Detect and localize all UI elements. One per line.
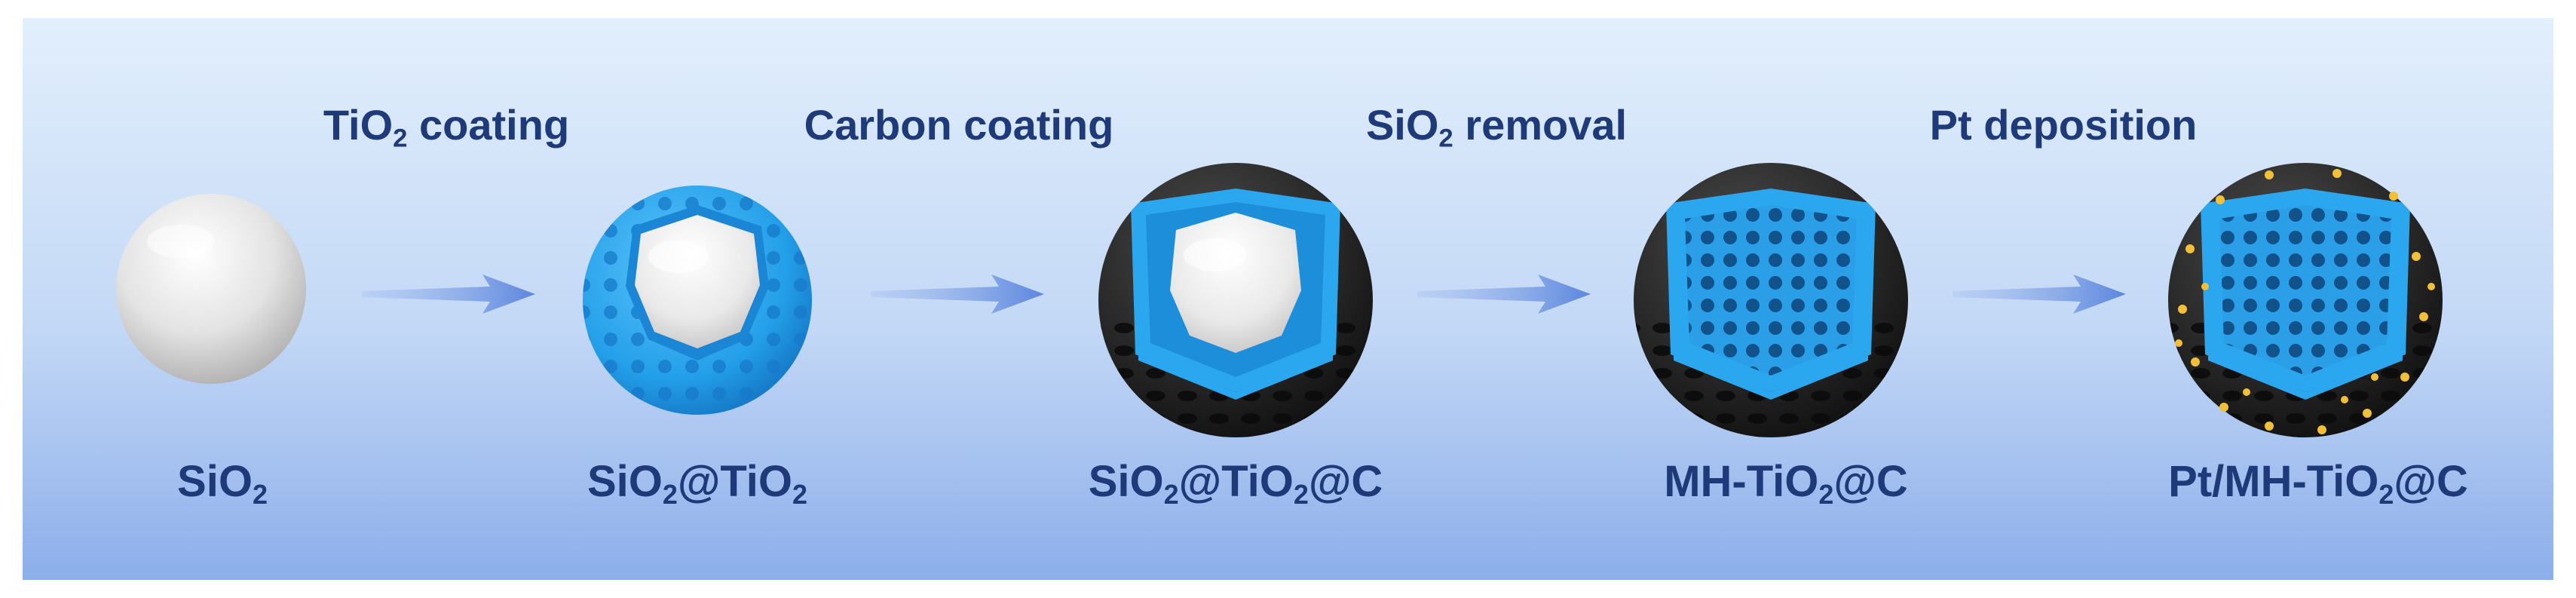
sio2-sphere — [116, 194, 306, 384]
product-label-mh-tio2-c: MH-TiO2@C — [1664, 457, 1908, 511]
product-label-pt-mh-tio2-c: Pt/MH-TiO2@C — [2168, 457, 2468, 511]
arrow-1 — [362, 274, 535, 314]
arrow-4 — [1953, 274, 2126, 314]
product-label-sio2: SiO2 — [177, 457, 268, 511]
step-label-carbon-coating: Carbon coating — [804, 101, 1114, 149]
arrow-2 — [871, 274, 1044, 314]
sio2-tio2-sphere — [583, 186, 812, 415]
pt-mh-tio2-c-sphere — [2168, 163, 2443, 437]
pt-nanoparticles — [2175, 169, 2435, 434]
step-label-sio2-removal: SiO2 removal — [1365, 101, 1628, 153]
step-label-pt-deposition: Pt deposition — [1929, 101, 2198, 149]
arrow-3 — [1417, 274, 1591, 314]
step-label-tio2-coating: TiO2 coating — [323, 101, 570, 153]
product-label-sio2-tio2-c: SiO2@TiO2@C — [1088, 457, 1383, 511]
product-label-sio2-tio2: SiO2@TiO2 — [587, 457, 808, 511]
